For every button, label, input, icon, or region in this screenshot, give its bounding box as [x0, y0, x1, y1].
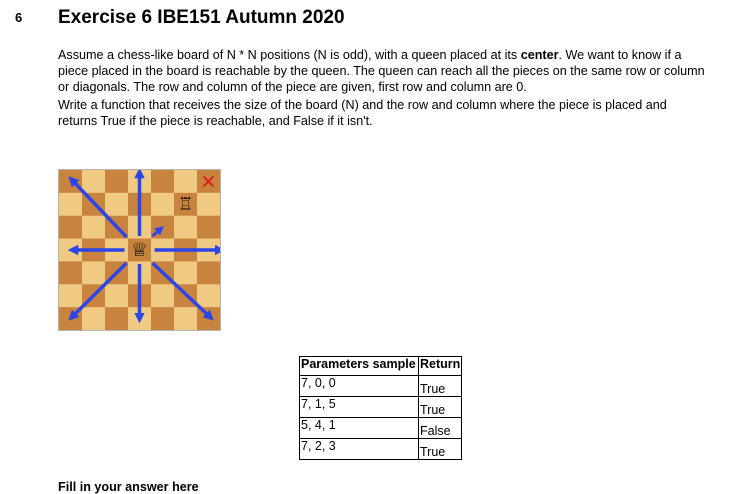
queen-move-arrows [67, 170, 220, 324]
description-text-1: Assume a chess-like board of N * N posit… [58, 48, 521, 62]
board-square [59, 192, 83, 217]
board-square [197, 192, 220, 217]
cell-return: False [417, 417, 463, 439]
board-square [174, 192, 198, 217]
header-return: Return [417, 356, 463, 376]
board-square [151, 307, 175, 330]
board-square [82, 307, 106, 330]
board-square [174, 215, 198, 239]
description-bold-center: center [520, 48, 559, 62]
board-square [59, 284, 83, 308]
board-square [174, 170, 198, 194]
cross-stroke [202, 175, 215, 188]
board-square [151, 192, 175, 217]
board-square [59, 170, 83, 194]
arrow-down-right [151, 261, 214, 321]
cell-return: True [417, 396, 463, 418]
cell-return: True [417, 438, 463, 460]
board-square [151, 170, 175, 194]
unreachable-cross-icon [202, 175, 215, 188]
table-row: 5, 4, 1 False [299, 417, 463, 439]
task-description: Write a function that receives the size … [58, 98, 667, 128]
board-square [105, 192, 129, 217]
board-square [82, 170, 106, 194]
board-square [82, 261, 106, 285]
problem-description: Assume a chess-like board of N * N posit… [58, 47, 708, 95]
board-square [197, 284, 220, 308]
table-row: 7, 2, 3 True [299, 438, 463, 460]
question-number: 6 [15, 10, 23, 25]
cell-params: 7, 2, 3 [299, 438, 419, 460]
cell-params: 7, 1, 5 [299, 396, 419, 418]
header-parameters: Parameters sample [299, 356, 419, 376]
table-header-row: Parameters sample Return [299, 356, 463, 376]
chess-board-diagram: ♖ ♕ [58, 169, 221, 331]
answer-prompt: Fill in your answer here [58, 480, 199, 494]
description-text-2: . We want to know if a piece placed in t… [58, 48, 705, 94]
parameters-sample-table: Parameters sample Return 7, 0, 0 True 7,… [299, 356, 463, 460]
arrow-up-right-short [151, 226, 164, 238]
board-square [82, 215, 106, 239]
table-row: 7, 0, 0 True [299, 375, 463, 397]
queen-icon: ♕ [131, 239, 148, 261]
table-row: 7, 1, 5 True [299, 396, 463, 418]
exercise-title: Exercise 6 IBE151 Autumn 2020 [58, 7, 345, 28]
cell-params: 5, 4, 1 [299, 417, 419, 439]
cell-return: True [417, 375, 463, 397]
arrow-up-left [68, 176, 128, 239]
board-square [151, 284, 175, 308]
rook-icon: ♖ [178, 194, 193, 214]
board-square [197, 215, 220, 239]
arrow-down-left [68, 261, 128, 321]
board-square [59, 215, 83, 239]
board-square [105, 284, 129, 308]
cell-params: 7, 0, 0 [299, 375, 419, 397]
board-square [174, 307, 198, 330]
board-square [197, 307, 220, 330]
board-square [105, 307, 129, 330]
board-square [59, 261, 83, 285]
board-square [197, 261, 220, 285]
board-square [174, 261, 198, 285]
board-square [105, 170, 129, 194]
board-square [128, 238, 152, 262]
